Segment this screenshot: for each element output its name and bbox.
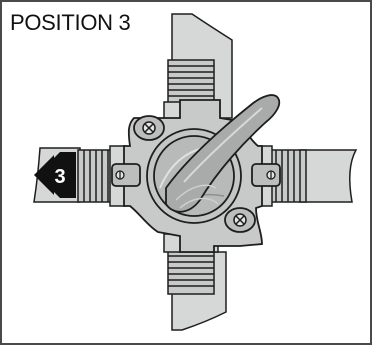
- screw-icon: [143, 122, 155, 134]
- port-number-label: 3: [54, 166, 65, 188]
- bolt-left: [116, 171, 124, 179]
- bolt-right: [267, 171, 275, 179]
- screw-icon: [234, 214, 246, 226]
- diagram-title: POSITION 3: [8, 7, 134, 39]
